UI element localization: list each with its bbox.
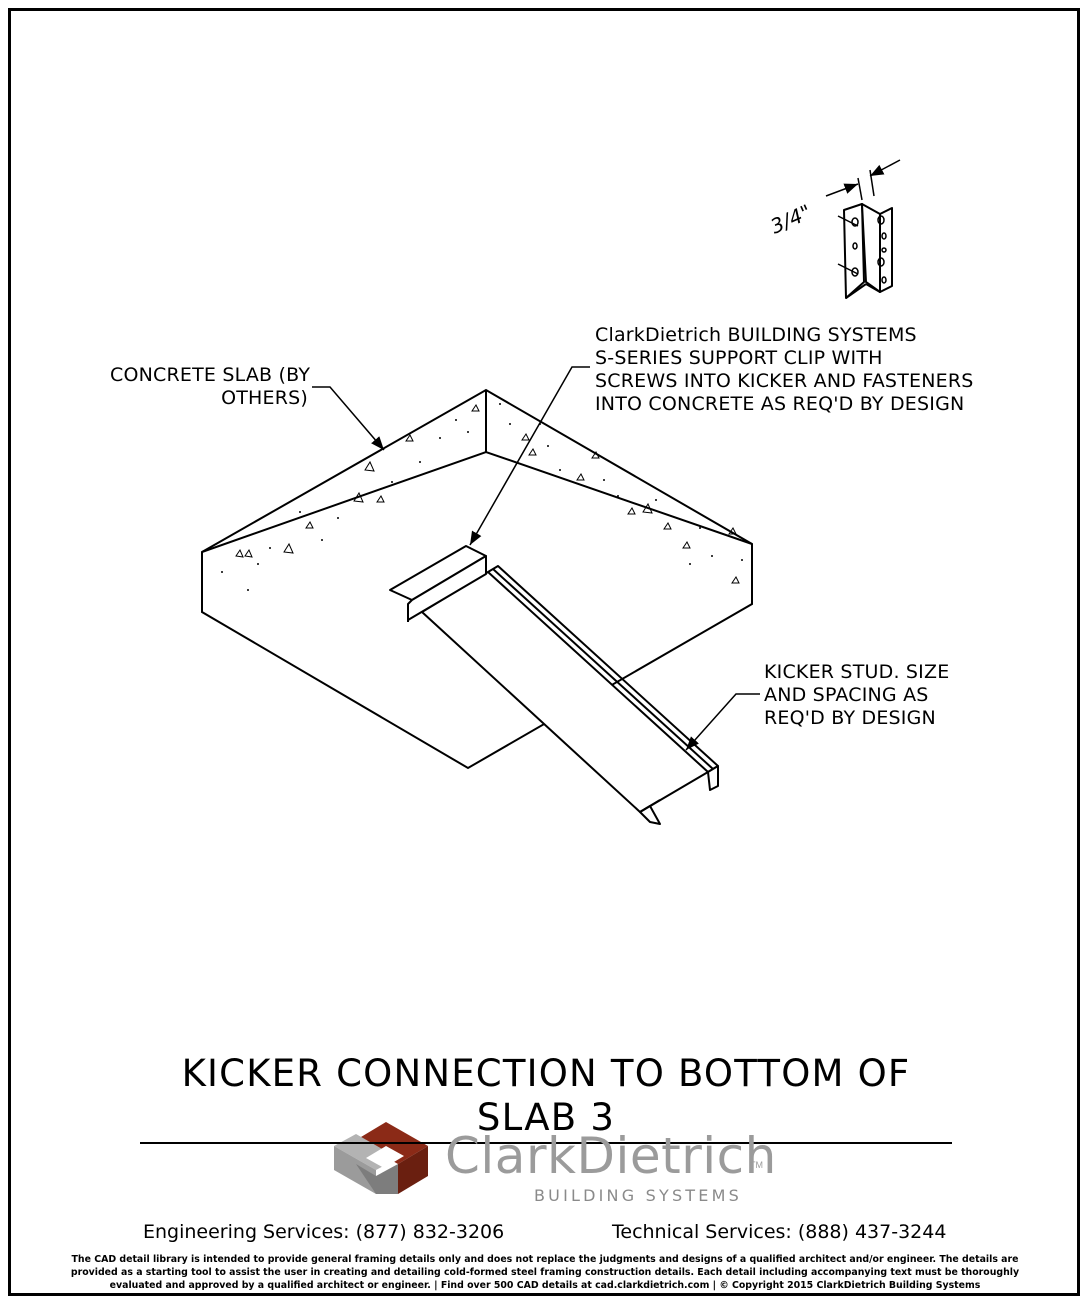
drawing-border — [8, 8, 1080, 1296]
clip-callout-line: S-SERIES SUPPORT CLIP WITH — [595, 347, 883, 369]
kicker-callout-line: AND SPACING AS — [764, 684, 929, 706]
support-clip — [389, 545, 487, 622]
disclaimer-line: evaluated and approved by a qualified ar… — [109, 1280, 981, 1291]
clip-callout-line: ClarkDietrich BUILDING SYSTEMS — [595, 324, 917, 346]
concrete-stipple — [221, 403, 743, 591]
detail-title: KICKER CONNECTION TO BOTTOM OF SLAB 3 — [140, 1052, 952, 1144]
clip-callout-line: SCREWS INTO KICKER AND FASTENERS — [595, 370, 974, 392]
dimension-marks — [825, 159, 901, 201]
clip-callout-line: INTO CONCRETE AS REQ'D BY DESIGN — [595, 393, 965, 415]
brand-trademark: TM — [750, 1160, 763, 1170]
kicker-callout-line: REQ'D BY DESIGN — [764, 707, 936, 729]
slab-callout: CONCRETE SLAB (BY OTHERS) — [110, 364, 311, 410]
slab-callout-line: OTHERS) — [221, 387, 308, 409]
disclaimer-line: provided as a starting tool to assist th… — [70, 1267, 1020, 1278]
disclaimer-line: The CAD detail library is intended to pr… — [71, 1254, 1019, 1265]
technical-services: Technical Services: (888) 437-3244 — [612, 1221, 947, 1243]
slab-callout-line: CONCRETE SLAB (BY — [110, 364, 311, 386]
clip-detail — [837, 203, 893, 299]
disclaimer: The CAD detail library is intended to pr… — [30, 1253, 1060, 1292]
leader-lines — [312, 366, 760, 751]
engineering-services: Engineering Services: (877) 832-3206 — [143, 1221, 505, 1243]
clip-callout: ClarkDietrich BUILDING SYSTEMS S-SERIES … — [595, 324, 974, 416]
brand-subtitle: BUILDING SYSTEMS — [534, 1186, 742, 1205]
kicker-callout-line: KICKER STUD. SIZE — [764, 661, 950, 683]
kicker-callout: KICKER STUD. SIZE AND SPACING AS REQ'D B… — [764, 661, 949, 730]
brand-name: ClarkDietrich — [445, 1127, 777, 1185]
